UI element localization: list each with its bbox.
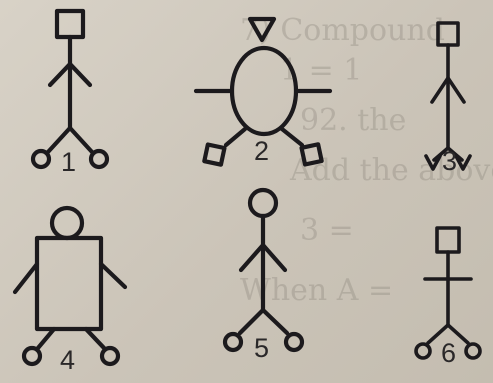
left-leg (226, 129, 245, 145)
right-leg (263, 310, 287, 333)
figure-6: 6 (416, 228, 480, 368)
figure-number: 3 (442, 146, 457, 176)
square-head (437, 228, 459, 252)
figure-number: 2 (254, 136, 269, 166)
left-circle-foot (416, 344, 430, 358)
left-leg (38, 329, 54, 348)
figure-number: 5 (254, 333, 269, 363)
figure-1: 1 (33, 11, 107, 177)
right-circle-foot (91, 151, 107, 167)
square-head (57, 11, 83, 37)
oval-body (232, 48, 296, 134)
left-square-foot (204, 145, 224, 165)
svg-text:92. the: 92. the (300, 103, 406, 138)
circle-head (52, 208, 82, 238)
right-circle-foot (102, 348, 118, 364)
left-circle-foot (33, 151, 49, 167)
svg-text:3 =: 3 = (300, 213, 354, 248)
left-leg (240, 310, 263, 333)
figure-4: 4 (15, 208, 125, 375)
right-leg (282, 129, 302, 145)
left-circle-foot (225, 334, 241, 350)
right-leg (86, 329, 104, 348)
right-arm (101, 264, 125, 287)
right-circle-foot (286, 334, 302, 350)
figure-number: 1 (61, 147, 76, 177)
figure-number: 4 (60, 345, 75, 375)
rectangle-body (37, 238, 101, 329)
left-arm (15, 264, 37, 292)
right-circle-foot (466, 344, 480, 358)
left-circle-foot (24, 348, 40, 364)
figure-number: 6 (441, 338, 456, 368)
circle-head (250, 190, 276, 216)
